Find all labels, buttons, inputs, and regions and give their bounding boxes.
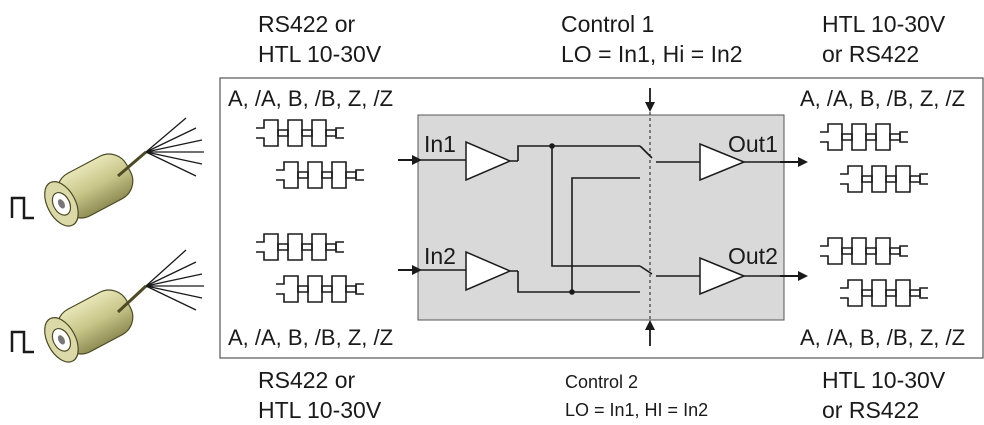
input-type-bottom-line2: HTL 10-30V xyxy=(258,397,382,423)
junction-dot xyxy=(569,289,575,295)
control1-title: Control 1 xyxy=(561,11,654,37)
control2-title: Control 2 xyxy=(565,372,638,392)
out1-label: Out1 xyxy=(728,131,778,157)
signals-out-bottom: A, /A, B, /B, Z, /Z xyxy=(800,325,965,350)
in2-buffer xyxy=(420,250,518,292)
control1-logic: LO = In1, Hi = In2 xyxy=(561,41,743,67)
waveform-out-top xyxy=(820,123,928,193)
input-type-top-line2: HTL 10-30V xyxy=(258,41,382,67)
output-type-top-line2: or RS422 xyxy=(822,41,919,67)
waveform-out-bottom xyxy=(820,237,928,307)
waveform-in-top xyxy=(256,119,364,189)
out2-buffer xyxy=(699,256,780,296)
out2-label: Out2 xyxy=(728,243,778,269)
in2-label: In2 xyxy=(424,243,456,269)
routing-lines xyxy=(517,145,640,293)
junction-dot xyxy=(549,143,555,149)
output-type-bottom-line2: or RS422 xyxy=(822,397,919,423)
encoder-icon xyxy=(10,117,204,227)
signals-in-bottom: A, /A, B, /B, Z, /Z xyxy=(228,325,393,350)
input-type-bottom-line1: RS422 or xyxy=(258,367,356,393)
out1-buffer xyxy=(699,142,780,182)
signals-out-top: A, /A, B, /B, Z, /Z xyxy=(800,86,965,111)
waveform-in-bottom xyxy=(256,233,364,303)
switch-1 xyxy=(639,145,700,163)
in1-label: In1 xyxy=(424,131,456,157)
in1-buffer xyxy=(420,140,518,182)
output-type-top-line1: HTL 10-30V xyxy=(822,11,946,37)
control2-logic: LO = In1, HI = In2 xyxy=(565,400,708,420)
encoder-icon xyxy=(10,249,204,363)
input-type-top-line1: RS422 or xyxy=(258,11,356,37)
switch-2 xyxy=(639,265,700,277)
signals-in-top: A, /A, B, /B, Z, /Z xyxy=(228,86,393,111)
output-type-bottom-line1: HTL 10-30V xyxy=(822,367,946,393)
